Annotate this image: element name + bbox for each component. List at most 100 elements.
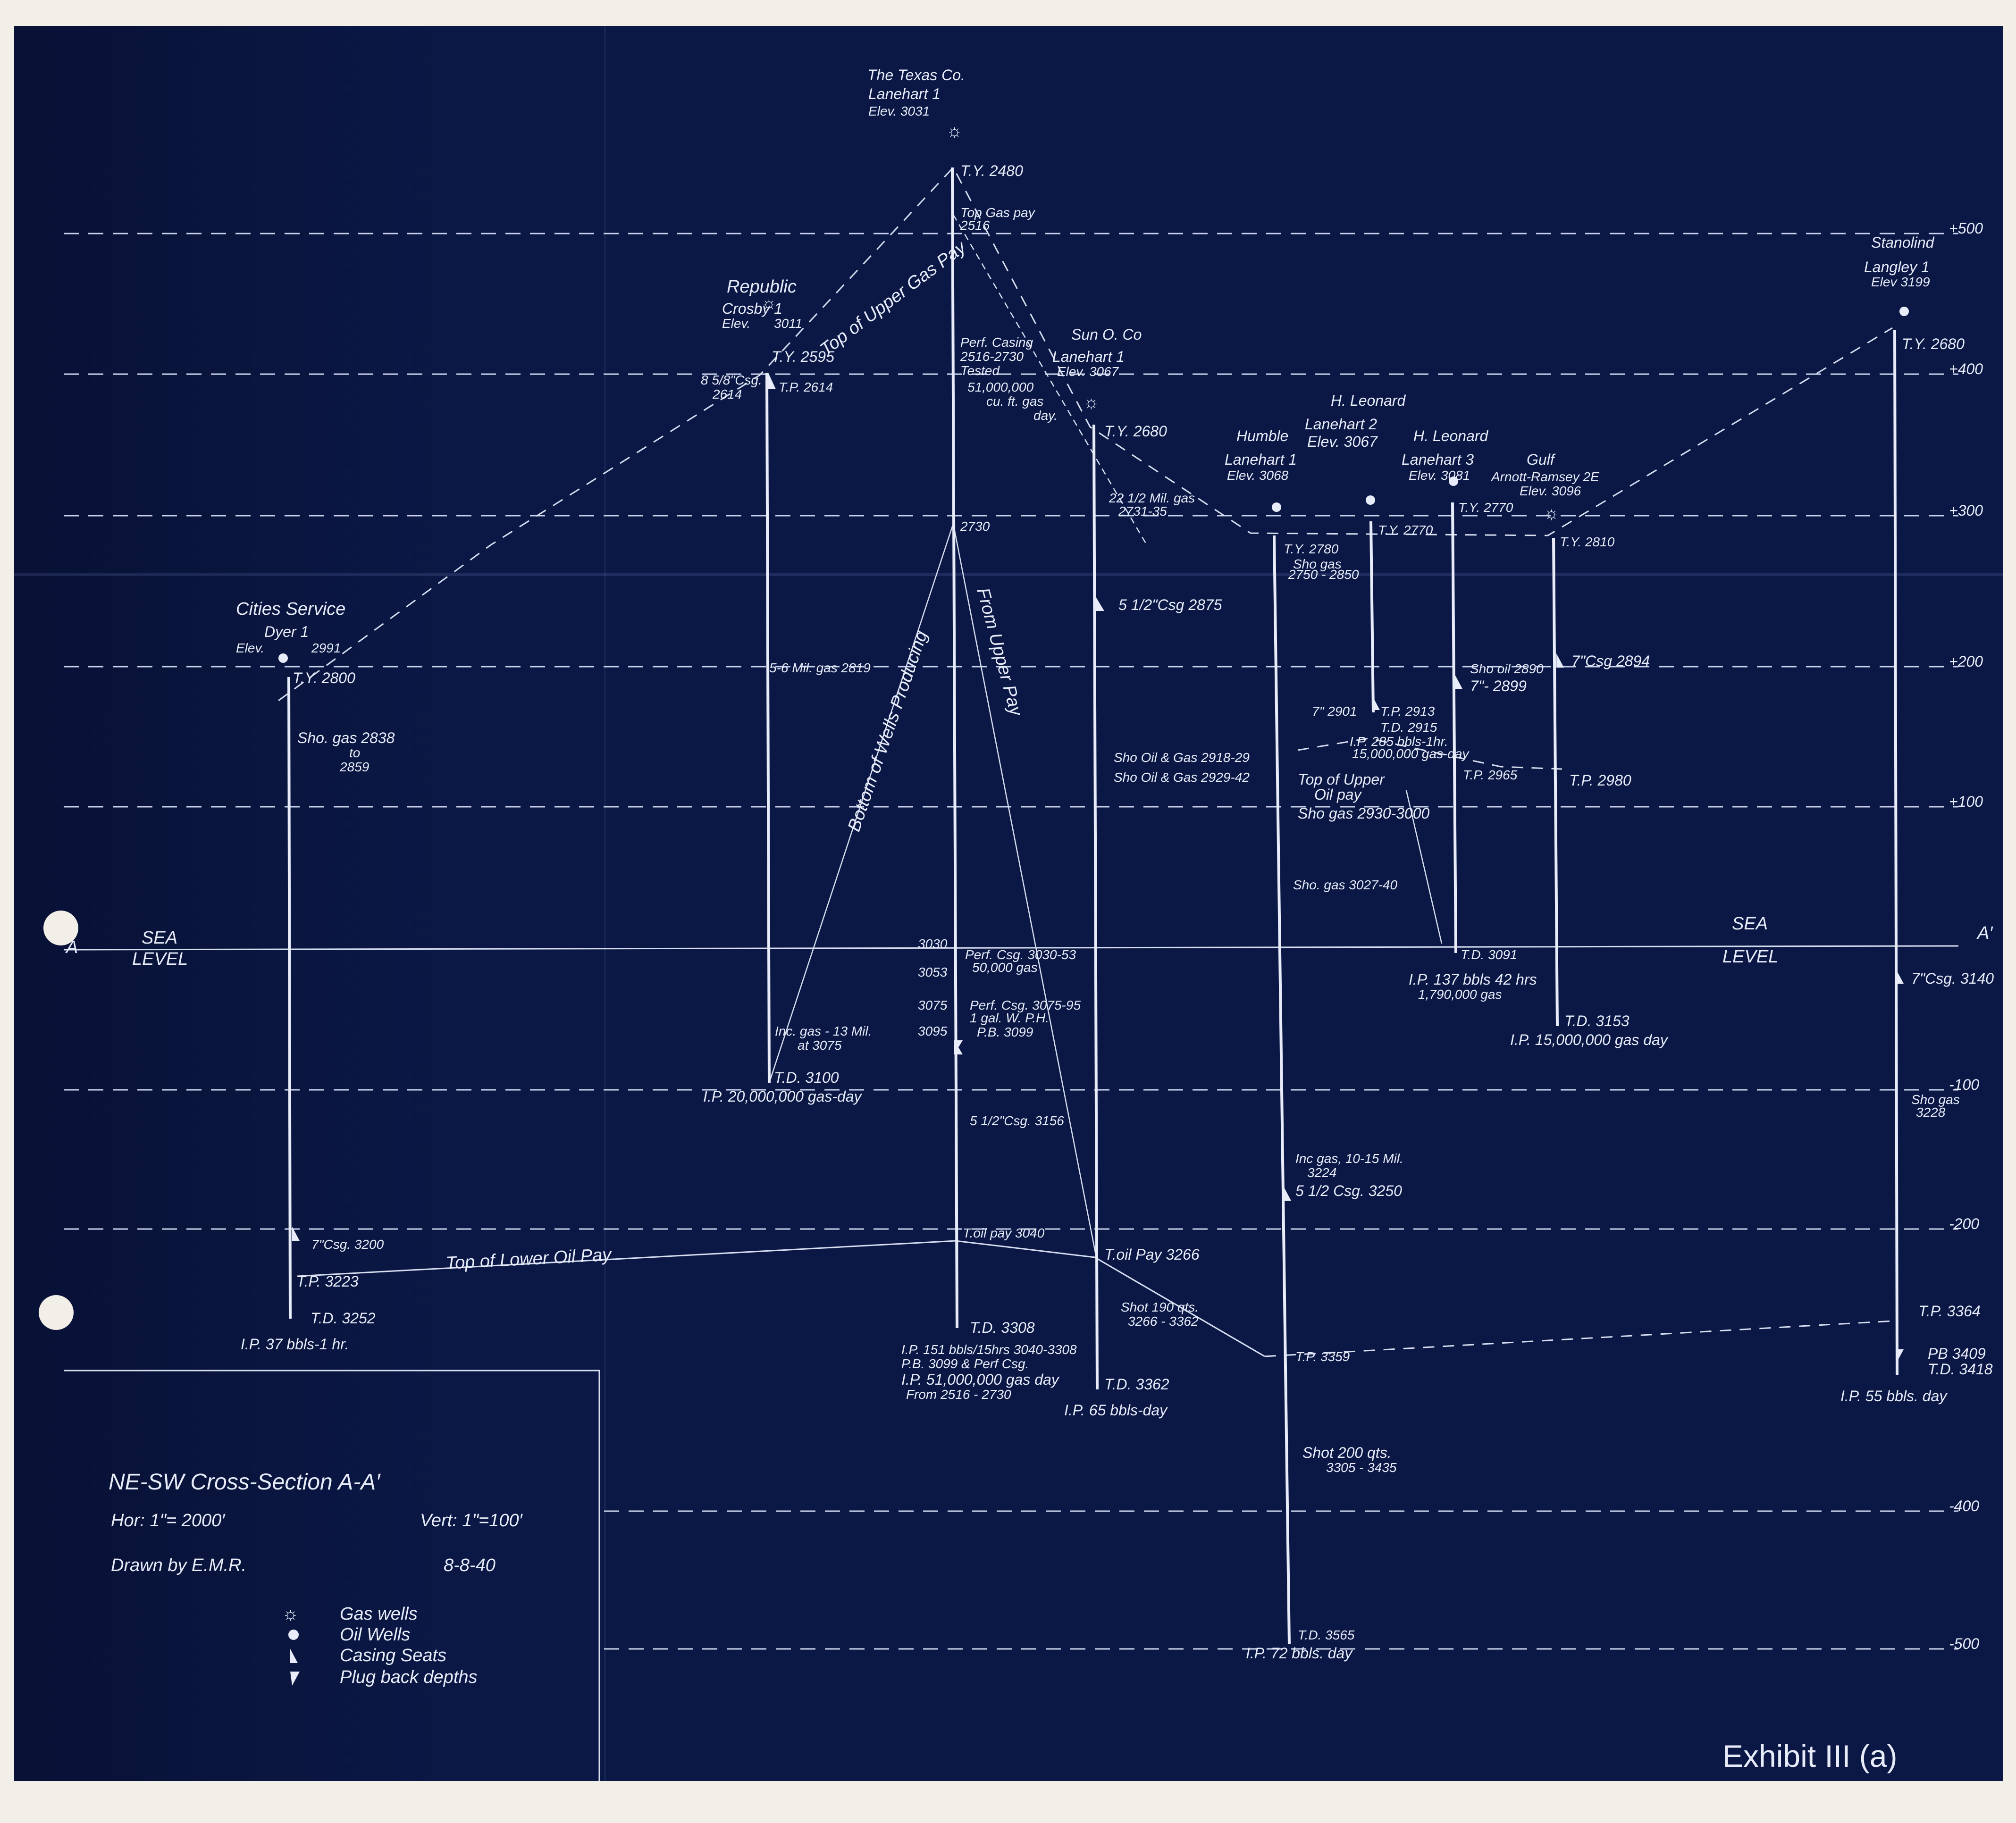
- drawn-by: Drawn by E.M.R.: [111, 1555, 246, 1575]
- title-block-border: [64, 1370, 600, 1781]
- well-texas-lanehart-1: ☼ The Texas Co. Lanehart 1 Elev. 3031 T.…: [867, 67, 1081, 1402]
- well-perf-2: 2516-2730: [960, 349, 1024, 364]
- tick-plus-400: +400: [1949, 360, 1983, 377]
- well-bore: [1092, 424, 1099, 1390]
- casing-seat-icon: [1455, 675, 1462, 689]
- well-ip-1: I.P. 137 bbls 42 hrs: [1409, 971, 1537, 988]
- well-top-gas-1: Top Gas pay: [960, 205, 1036, 220]
- casing-seat-icon: [1096, 597, 1104, 611]
- well-elev: 3011: [774, 316, 802, 331]
- top-lower-oil-pay-label: Top of Lower Oil Pay: [445, 1245, 613, 1273]
- well-td: T.D. 3418: [1928, 1361, 1993, 1378]
- vertical-scale: Vert: 1"=100′: [420, 1511, 523, 1530]
- well-operator: Republic: [727, 277, 797, 297]
- tick-minus-400: -400: [1949, 1497, 1979, 1514]
- well-td: T.D. 3091: [1461, 947, 1517, 962]
- leonard-oil-line: [1405, 790, 1443, 944]
- well-td: T.D. 3308: [970, 1319, 1035, 1336]
- well-depth-3053: 3053: [918, 965, 948, 979]
- oil-well-icon: [1449, 477, 1458, 486]
- well-inc-2: 3224: [1307, 1165, 1336, 1180]
- top-upper-oil-pay-line: [1297, 737, 1562, 770]
- tick-minus-200: -200: [1949, 1215, 1979, 1232]
- well-pb: PB 3409: [1928, 1345, 1986, 1362]
- legend-casing-icon: [290, 1649, 298, 1663]
- well-name: Crosby 1: [722, 300, 782, 317]
- well-ip-4: From 2516 - 2730: [906, 1387, 1011, 1402]
- oil-well-icon: [1366, 495, 1375, 505]
- casing-seat-icon: [1896, 970, 1904, 984]
- well-operator: Humble: [1236, 427, 1288, 444]
- well-leonard-lanehart-3: H. Leonard Lanehart 3 Elev. 3081 T.Y. 27…: [1402, 427, 1544, 1002]
- well-ty: T.Y. 2800: [293, 669, 355, 686]
- well-operator: H. Leonard: [1331, 392, 1406, 409]
- oil-well-icon: [278, 653, 288, 663]
- casing-seat-icon: [1372, 696, 1380, 710]
- well-elev-label: Elev.: [236, 641, 264, 655]
- well-perf-5: cu. ft. gas: [986, 394, 1043, 409]
- well-depth-3075: 3075: [918, 998, 948, 1012]
- well-sho-1: Sho Oil & Gas 2918-29: [1114, 750, 1250, 765]
- well-csg: 7"Csg 2894: [1571, 652, 1650, 669]
- tick-plus-200: +200: [1949, 653, 1983, 670]
- well-bore: [1273, 535, 1291, 1645]
- legend-gas-label: Gas wells: [340, 1604, 418, 1624]
- sea-label-right: SEA: [1732, 914, 1768, 934]
- tick-plus-300: +300: [1949, 502, 1983, 519]
- well-td: T.D. 3362: [1104, 1376, 1169, 1393]
- tick-plus-500: +500: [1949, 220, 1983, 237]
- gas-well-icon: ☼: [1083, 393, 1100, 412]
- well-ip: I.P. 37 bbls-1 hr.: [241, 1336, 349, 1353]
- elevation-labels: +500 +400 +300 +200 +100 -100 -200 -400 …: [1949, 220, 1983, 1652]
- well-name: Lanehart 3: [1402, 451, 1474, 468]
- well-ty: T.Y. 2770: [1458, 500, 1513, 515]
- well-ip-2: 1,790,000 gas: [1418, 987, 1502, 1002]
- well-bore: [1552, 537, 1559, 1027]
- well-name: Arnott-Ramsey 2E: [1490, 469, 1599, 484]
- top-upper-gas-pay-line: [278, 166, 1893, 702]
- tick-plus-100: +100: [1949, 793, 1983, 810]
- level-label-right: LEVEL: [1722, 947, 1778, 967]
- from-upper-pay-label: From Upper Pay: [973, 585, 1026, 719]
- well-tp: T.P. 3359: [1295, 1349, 1350, 1364]
- well-depth-2730: 2730: [960, 519, 990, 534]
- well-leonard-lanehart-2: H. Leonard Lanehart 2 Elev. 3067 T.Y. 27…: [1305, 392, 1470, 761]
- well-csg: 5 1/2"Csg. 3156: [970, 1113, 1064, 1128]
- elevation-grid: [63, 233, 1959, 1650]
- well-ip-2: P.B. 3099 & Perf Csg.: [901, 1356, 1029, 1371]
- well-ty: T.Y. 2480: [960, 162, 1023, 179]
- well-sho-2: 7"- 2899: [1470, 677, 1527, 694]
- well-sho-2: Sho Oil & Gas 2929-42: [1114, 770, 1250, 785]
- well-bore: [1893, 330, 1898, 1376]
- well-csg-1: 8 5/8"Csg.: [701, 373, 762, 387]
- well-name: Lanehart 1: [1225, 451, 1297, 468]
- well-csg: 5 1/2 Csg. 3250: [1295, 1182, 1402, 1199]
- well-bore: [765, 372, 771, 1083]
- gas-well-icon: ☼: [946, 121, 963, 141]
- well-elev: Elev 3199: [1871, 275, 1930, 289]
- well-name: Lanehart 1: [868, 85, 941, 102]
- well-inc-1: Inc gas, 10-15 Mil.: [1295, 1151, 1403, 1166]
- well-elev: Elev. 3031: [868, 104, 930, 118]
- well-operator: The Texas Co.: [867, 67, 965, 84]
- well-perf-c-2: 1 gal. W. P.H.: [970, 1011, 1049, 1025]
- well-sho-1: Sho gas: [1293, 557, 1342, 571]
- well-perf-4: 51,000,000: [967, 380, 1034, 394]
- well-tp: T.P. 2614: [779, 380, 833, 394]
- well-pb: P.B. 3099: [977, 1025, 1033, 1039]
- well-ip: I.P. 72 bbls. day: [1246, 1645, 1353, 1662]
- well-ip: I.P. 55 bbls. day: [1840, 1388, 1948, 1405]
- well-top-gas-2: 2516: [960, 218, 990, 233]
- well-perf-1: Perf. Casing: [960, 335, 1033, 350]
- well-tp: T.P. 3223: [296, 1273, 359, 1290]
- well-td: T.D. 3100: [774, 1069, 839, 1086]
- well-republic-crosby-1: ☼ Republic Crosby 1 Elev. 3011 T.Y. 2595…: [701, 277, 872, 1105]
- well-stanolind-langley-1: Stanolind Langley 1 Elev 3199 T.Y. 2680 …: [1840, 234, 1994, 1405]
- fold-crease: [14, 573, 2003, 576]
- well-sho-3: 2859: [339, 760, 369, 774]
- well-cities-service-dyer-1: Cities Service Dyer 1 Elev. 2991 T.Y. 28…: [236, 599, 395, 1353]
- legend-plug-icon: [290, 1672, 300, 1686]
- well-sho-2: to: [349, 745, 360, 760]
- well-ty: T.Y. 2680: [1104, 423, 1167, 440]
- well-ip-2: 15,000,000 gas-day: [1352, 746, 1470, 761]
